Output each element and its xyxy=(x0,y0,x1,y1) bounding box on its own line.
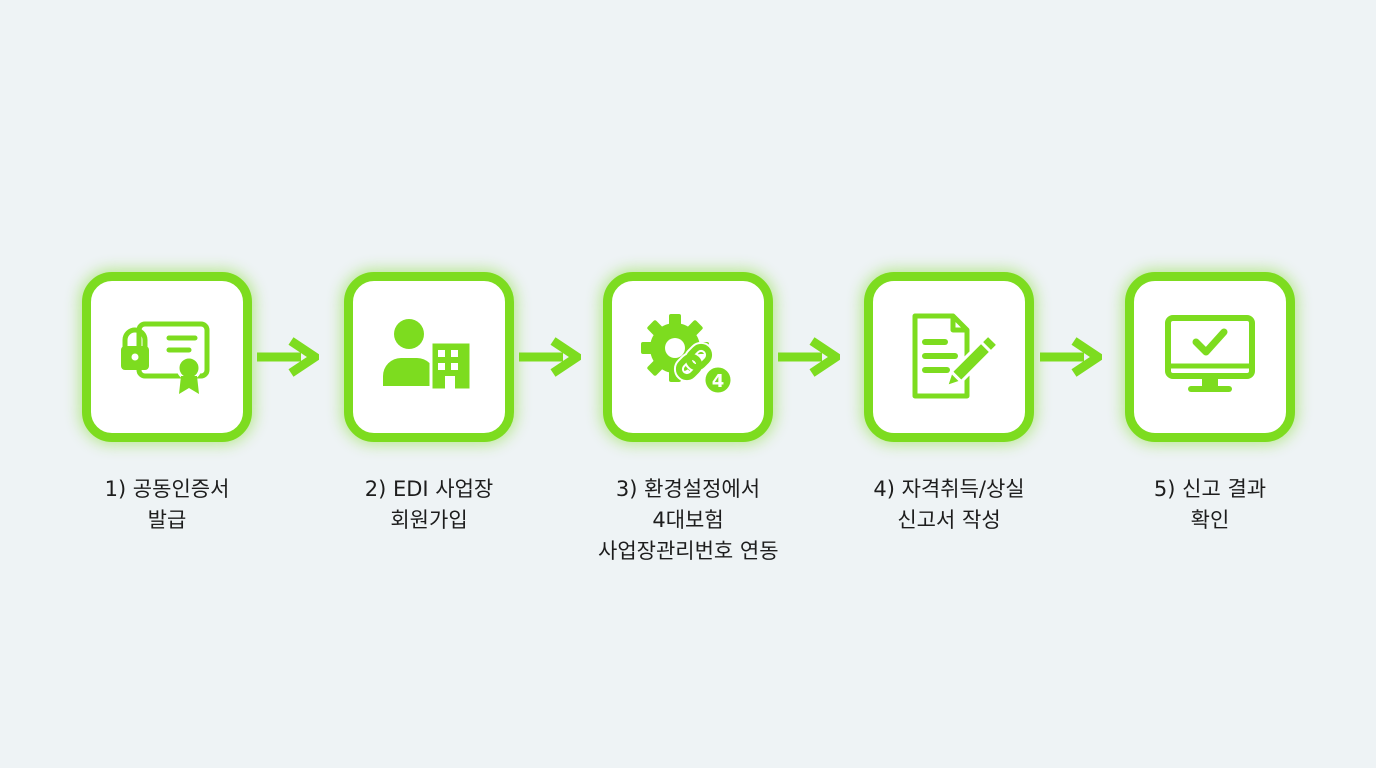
step-2-line-2: 회원가입 xyxy=(390,508,468,532)
step-3-badge: 4 xyxy=(712,371,725,392)
step-3-line-3: 사업장관리번호 연동 xyxy=(598,539,779,563)
step-3-line-2: 4대보험 xyxy=(652,508,724,532)
arrow-right-icon xyxy=(778,337,840,377)
step-2-box xyxy=(344,272,514,442)
step-1-label: 1) 공동인증서 발급 xyxy=(77,474,257,536)
step-4: 4) 자격취득/상실 신고서 작성 xyxy=(859,272,1039,536)
step-5-line-1: 5) 신고 결과 xyxy=(1153,477,1267,501)
step-3-line-1: 3) 환경설정에서 xyxy=(615,477,761,501)
document-pen-icon xyxy=(912,313,999,399)
step-1-line-2: 발급 xyxy=(147,508,187,532)
step-5-box xyxy=(1125,272,1295,442)
arrow-right-icon xyxy=(519,337,581,377)
step-4-line-2: 신고서 작성 xyxy=(897,508,1001,532)
step-2-label: 2) EDI 사업장 회원가입 xyxy=(339,474,519,536)
arrow-right-icon xyxy=(1040,337,1102,377)
user-building-icon xyxy=(383,319,473,392)
step-1-line-1: 1) 공동인증서 xyxy=(104,477,230,501)
gear-link-icon: 4 xyxy=(641,314,734,396)
step-4-line-1: 4) 자격취득/상실 xyxy=(873,477,1025,501)
step-2-line-1: 2) EDI 사업장 xyxy=(364,477,494,501)
arrow-right-icon xyxy=(257,337,319,377)
step-4-box xyxy=(864,272,1034,442)
step-5-line-2: 확인 xyxy=(1190,508,1230,532)
step-5-label: 5) 신고 결과 확인 xyxy=(1120,474,1300,536)
certificate-lock-icon xyxy=(121,321,210,394)
monitor-check-icon xyxy=(1165,315,1255,392)
step-3-label: 3) 환경설정에서 4대보험 사업장관리번호 연동 xyxy=(598,474,779,567)
step-2: 2) EDI 사업장 회원가입 xyxy=(339,272,519,536)
step-5: 5) 신고 결과 확인 xyxy=(1120,272,1300,536)
step-3-box: 4 xyxy=(603,272,773,442)
step-1: 1) 공동인증서 발급 xyxy=(77,272,257,536)
step-1-box xyxy=(82,272,252,442)
step-3: 4 3) 환경설정에서 4대보험 사업장관리번호 연동 xyxy=(598,272,779,567)
step-4-label: 4) 자격취득/상실 신고서 작성 xyxy=(859,474,1039,536)
